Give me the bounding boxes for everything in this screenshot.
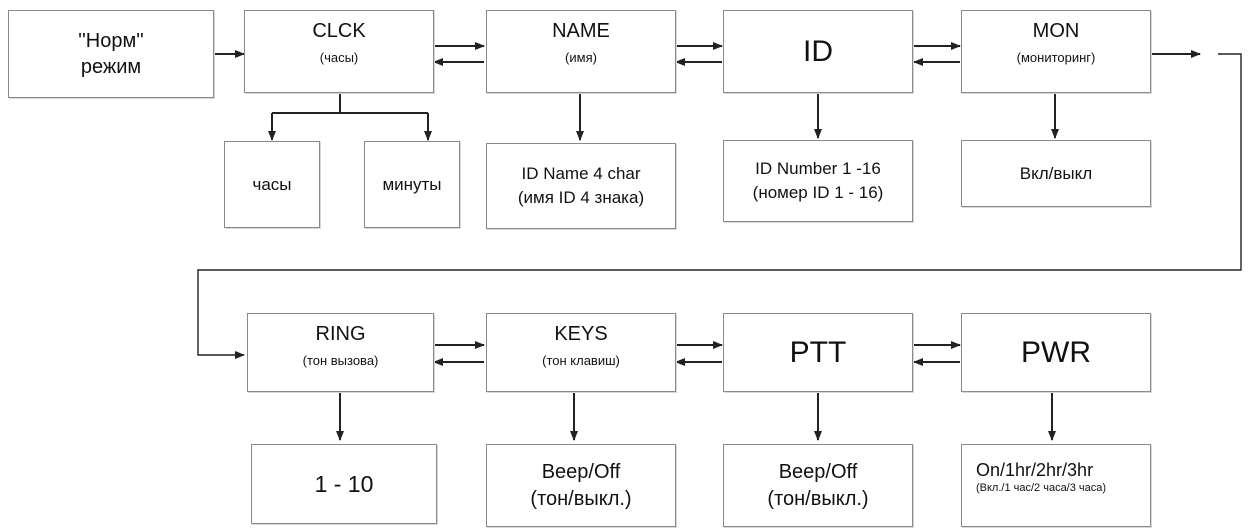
clck-branch-line xyxy=(272,92,428,114)
ptt-box: PTT xyxy=(723,313,913,392)
ptt-title: PTT xyxy=(789,335,847,369)
keys-title: KEYS xyxy=(554,323,608,345)
keys-value-line2: (тон/выкл.) xyxy=(530,487,632,510)
mon-value-box: Вкл/выкл xyxy=(961,140,1151,207)
mon-box: MON (мониторинг) xyxy=(961,10,1151,93)
hours-box: часы xyxy=(224,141,320,228)
ring-subtitle: (тон вызова) xyxy=(302,353,379,368)
pwr-title: PWR xyxy=(1021,335,1091,369)
id-value-line2: (номер ID 1 - 16) xyxy=(752,183,884,202)
clck-subtitle: (часы) xyxy=(319,50,359,65)
ptt-value-box: Beep/Off (тон/выкл.) xyxy=(723,444,913,527)
clck-title: CLCK xyxy=(312,20,366,42)
name-title: NAME xyxy=(552,20,610,42)
pwr-value-line2: (Вкл./1 час/2 часа/3 часа) xyxy=(976,482,1107,494)
ring-box: RING (тон вызова) xyxy=(247,313,434,392)
pwr-value-box: On/1hr/2hr/3hr (Вкл./1 час/2 часа/3 часа… xyxy=(961,444,1151,527)
minutes-label: минуты xyxy=(382,174,442,194)
ptt-value-line1: Beep/Off xyxy=(778,460,858,483)
id-value-box: ID Number 1 -16 (номер ID 1 - 16) xyxy=(723,140,913,222)
pwr-box: PWR xyxy=(961,313,1151,392)
ring-value-box: 1 - 10 xyxy=(251,444,437,524)
start-line1: ''Норм'' xyxy=(78,30,144,52)
id-box: ID xyxy=(723,10,913,93)
name-value-box: ID Name 4 char (имя ID 4 знака) xyxy=(486,143,676,229)
keys-box: KEYS (тон клавиш) xyxy=(486,313,676,392)
name-value-line1: ID Name 4 char xyxy=(521,164,641,183)
keys-subtitle: (тон клавиш) xyxy=(542,353,620,368)
name-box: NAME (имя) xyxy=(486,10,676,93)
minutes-box: минуты xyxy=(364,141,460,228)
mon-title: MON xyxy=(1032,20,1080,42)
arrow-loop-to-ring xyxy=(197,53,1242,359)
ring-value-label: 1 - 10 xyxy=(314,471,374,497)
start-line2: режим xyxy=(80,56,142,78)
ring-title: RING xyxy=(315,323,366,345)
keys-value-line1: Beep/Off xyxy=(541,460,621,483)
hours-label: часы xyxy=(252,174,292,194)
id-value-line1: ID Number 1 -16 xyxy=(755,159,881,178)
clck-box: CLCK (часы) xyxy=(244,10,434,93)
mon-subtitle: (мониторинг) xyxy=(1016,50,1096,65)
mon-value-label: Вкл/выкл xyxy=(1019,163,1093,183)
ptt-value-line2: (тон/выкл.) xyxy=(767,487,869,510)
name-subtitle: (имя) xyxy=(565,50,597,65)
keys-value-box: Beep/Off (тон/выкл.) xyxy=(486,444,676,527)
name-value-line2: (имя ID 4 знака) xyxy=(517,188,645,207)
id-title: ID xyxy=(803,34,833,68)
pwr-value-line1: On/1hr/2hr/3hr xyxy=(976,460,1094,480)
start-box: ''Норм'' режим xyxy=(8,10,214,98)
